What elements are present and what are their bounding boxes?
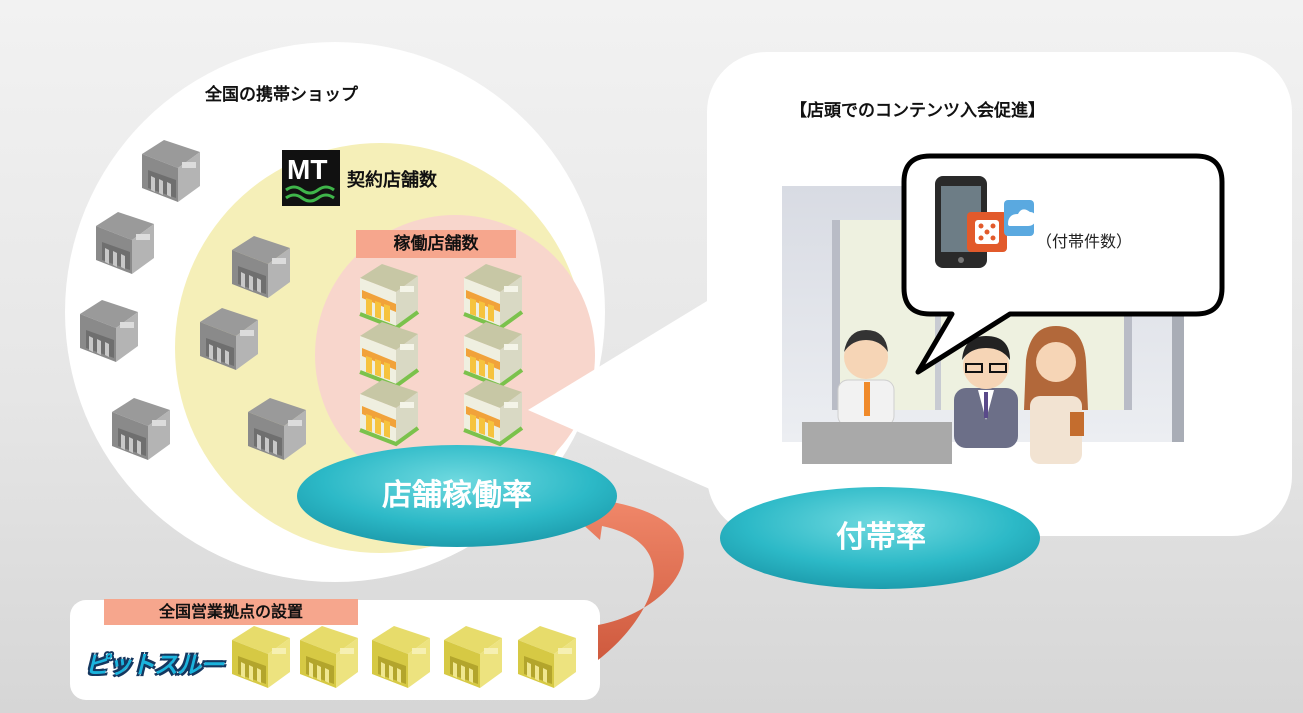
promo-title: 【店頭でのコンテンツ入会促進】 — [790, 101, 1045, 121]
attach-count-label: （付帯件数） — [1036, 232, 1133, 251]
active-stores-label: 稼働店舗数 — [356, 230, 516, 258]
attach-rate-ellipse — [720, 487, 1040, 589]
contract-stores-label: 契約店舗数 — [347, 170, 437, 191]
sales-bases-label: 全国営業拠点の設置 — [104, 599, 358, 625]
woman-customer-icon — [1024, 326, 1088, 464]
mt-logo-icon: MT — [282, 150, 340, 206]
connector-wedge — [528, 298, 712, 490]
pit-through-logo: ピットスルー — [85, 651, 224, 679]
cloud-icon — [1004, 200, 1036, 236]
shops-title: 全国の携帯ショップ — [205, 85, 358, 105]
store-rate-ellipse — [297, 445, 617, 547]
curved-arrow-icon — [556, 490, 684, 660]
store-rate-label: 店舗稼働率 — [382, 478, 532, 513]
svg-text:MT: MT — [287, 154, 327, 185]
clerk-icon — [837, 330, 895, 427]
attach-rate-label: 付帯率 — [836, 520, 926, 555]
dice-app-icon — [967, 212, 1007, 252]
businessman-icon — [954, 336, 1018, 448]
counter-icon — [802, 422, 952, 464]
